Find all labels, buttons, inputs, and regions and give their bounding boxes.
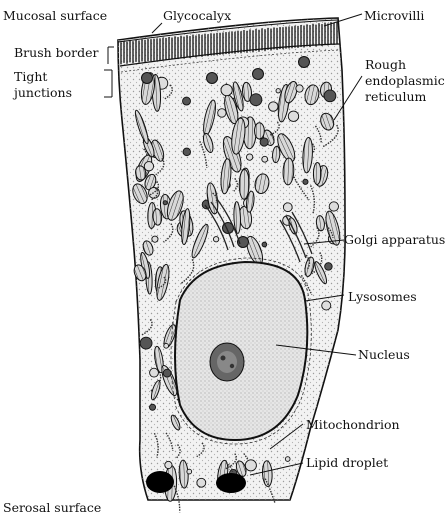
vesicle	[276, 89, 280, 93]
vesicle	[163, 201, 167, 205]
vesicle	[250, 94, 262, 106]
label-glycocalyx: Glycocalyx	[163, 8, 231, 23]
vesicle	[144, 162, 153, 171]
lipid-droplet-left	[146, 471, 174, 493]
label-golgi-apparatus: Golgi apparatus	[344, 232, 445, 247]
vesicle	[197, 478, 206, 487]
vesicle	[150, 368, 159, 377]
label-tight-junctions-line1: Tight	[14, 69, 47, 84]
label-rough-er-line2: endoplasmic	[365, 73, 445, 88]
mitochondrion-shape	[239, 169, 249, 199]
label-tight-junctions-line2: junctions	[14, 85, 72, 100]
lipid-droplet-right	[216, 473, 246, 493]
label-mitochondrion: Mitochondrion	[306, 417, 400, 432]
mitochondrion-shape	[254, 123, 264, 139]
lysosome	[207, 73, 218, 84]
vesicle	[245, 460, 256, 471]
vesicle	[262, 242, 267, 247]
vesicle	[183, 148, 191, 156]
vesicle	[262, 156, 268, 162]
vesicle	[163, 369, 171, 377]
vesicle	[164, 343, 169, 348]
vesicle	[325, 263, 333, 271]
vesicle	[260, 138, 268, 146]
vesicle	[246, 154, 252, 160]
label-brush-border: Brush border	[14, 45, 99, 60]
vesicle	[152, 236, 158, 242]
lysosome	[253, 69, 264, 80]
label-lipid-droplet: Lipid droplet	[306, 455, 388, 470]
vesicle	[269, 102, 278, 111]
vesicle	[165, 461, 172, 468]
lysosome	[299, 57, 310, 68]
label-nucleus: Nucleus	[358, 347, 410, 362]
label-lysosomes: Lysosomes	[348, 289, 417, 304]
vesicle	[218, 109, 226, 117]
lysosome	[142, 73, 153, 84]
mitochondrion-shape	[313, 162, 321, 184]
vesicle	[140, 337, 152, 349]
vesicle	[329, 202, 338, 211]
label-mucosal-surface: Mucosal surface	[3, 8, 107, 23]
label-microvilli: Microvilli	[364, 8, 424, 23]
vesicle	[187, 469, 192, 474]
label-serosal-surface: Serosal surface	[3, 500, 101, 515]
vesicle	[324, 90, 336, 102]
vesicle	[183, 97, 191, 105]
vesicle	[296, 85, 303, 92]
label-rough-er-line1: Rough	[365, 57, 406, 72]
vesicle	[149, 404, 155, 410]
vesicle	[221, 84, 232, 95]
vesicle	[285, 457, 290, 462]
vesicle	[283, 203, 292, 212]
vesicle	[288, 111, 298, 121]
vesicle	[322, 301, 331, 310]
vesicle	[213, 237, 218, 242]
vesicle	[303, 179, 308, 184]
label-rough-er-line3: reticulum	[365, 89, 426, 104]
